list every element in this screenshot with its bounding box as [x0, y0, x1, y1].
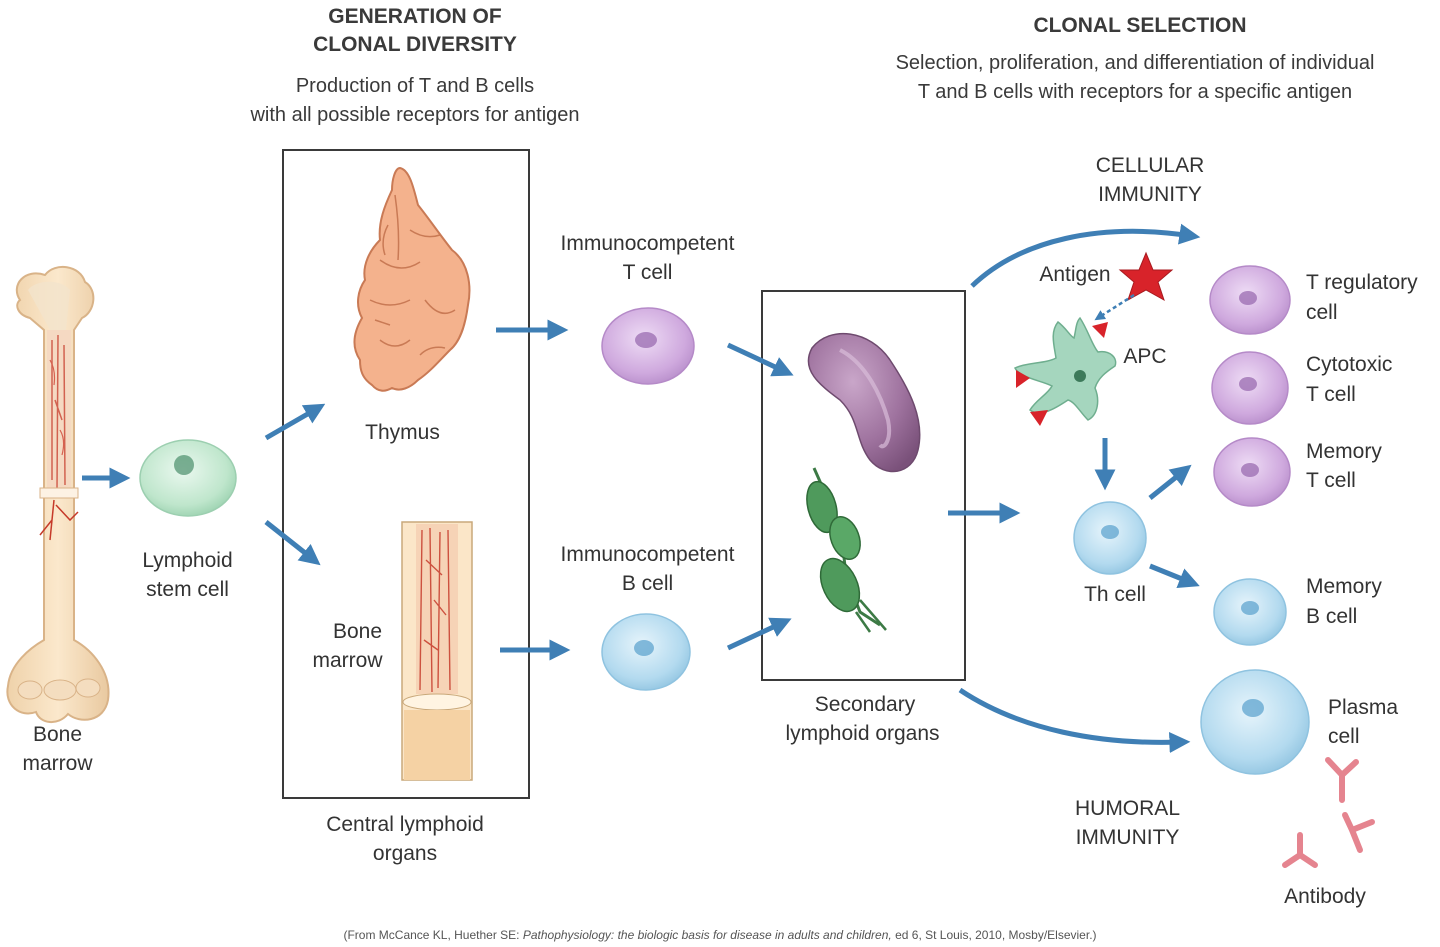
t-regulatory-label-1: T regulatory: [1306, 271, 1418, 294]
plasma-cell: [1200, 669, 1310, 775]
generation-heading-1: GENERATION OF: [328, 5, 502, 28]
generation-heading-2: CLONAL DIVERSITY: [313, 33, 517, 56]
cytotoxic-label-2: T cell: [1306, 383, 1356, 406]
immunocompetent-b-label-1: Immunocompetent: [560, 543, 735, 566]
cytotoxic-t-cell: [1211, 351, 1289, 425]
bone-marrow-label-2: marrow: [22, 752, 93, 775]
lymphoid-stem-cell: [139, 439, 237, 517]
apc-label: APC: [1123, 345, 1167, 368]
citation-after: ed 6, St Louis, 2010, Mosby/Elsevier.): [891, 928, 1097, 942]
plasma-label-1: Plasma: [1328, 696, 1399, 719]
citation-before: (From McCance KL, Huether SE:: [343, 928, 523, 942]
secondary-lymphoid-box: [761, 290, 966, 681]
clonal-selection-subheading-1: Selection, proliferation, and differenti…: [895, 52, 1375, 74]
cellular-immunity-label-2: IMMUNITY: [1098, 183, 1202, 206]
generation-subheading-2: with all possible receptors for antigen: [250, 104, 580, 126]
t-regulatory-cell: [1209, 265, 1291, 335]
cytotoxic-label-1: Cytotoxic: [1306, 353, 1393, 376]
central-lymphoid-label-1: Central lymphoid: [326, 813, 484, 836]
citation-title: Pathophysiology: the biologic basis for …: [522, 928, 892, 942]
secondary-lymphoid-label-1: Secondary: [814, 693, 916, 716]
plasma-label-2: cell: [1328, 725, 1360, 748]
memory-t-label-1: Memory: [1306, 440, 1382, 463]
memory-t-label-2: T cell: [1306, 469, 1356, 492]
bone-section-icon: [401, 521, 473, 781]
lymph-node-icon: [806, 467, 887, 633]
humoral-immunity-label-2: IMMUNITY: [1075, 826, 1180, 849]
bone-marrow-label-1: Bone: [32, 723, 83, 746]
apc-icon: [1013, 316, 1117, 426]
immunocompetent-t-cell: [601, 307, 695, 385]
clonal-selection-subheading-2: T and B cells with receptors for a speci…: [917, 81, 1353, 103]
lymphoid-stem-label-2: stem cell: [146, 578, 229, 601]
antibody-icon: [1282, 757, 1375, 868]
antibody-label: Antibody: [1284, 885, 1366, 908]
immunocompetent-b-label-2: B cell: [621, 572, 674, 595]
central-lymphoid-label-2: organs: [372, 842, 438, 865]
secondary-lymphoid-label-2: lymphoid organs: [785, 722, 940, 745]
memory-b-cell: [1213, 578, 1287, 646]
th-cell: [1073, 501, 1147, 575]
immunocompetent-b-cell: [601, 613, 691, 691]
spleen-icon: [807, 332, 921, 473]
central-lymphoid-box: [282, 149, 530, 799]
memory-b-label-1: Memory: [1306, 575, 1382, 598]
antigen-label: Antigen: [1039, 263, 1111, 286]
memory-b-label-2: B cell: [1306, 605, 1358, 628]
thymus-icon: [353, 166, 471, 392]
bone-marrow-box-label-1: Bone: [332, 620, 383, 643]
immunocompetent-t-label-2: T cell: [622, 261, 673, 284]
lymphoid-stem-label-1: Lymphoid: [142, 549, 233, 572]
antigen-to-apc-arrow: [1094, 293, 1135, 321]
t-regulatory-label-2: cell: [1306, 301, 1338, 324]
thymus-label: Thymus: [365, 421, 440, 444]
humoral-immunity-label-1: HUMORAL: [1074, 797, 1180, 820]
immunocompetent-t-label-1: Immunocompetent: [560, 232, 735, 255]
generation-subheading-1: Production of T and B cells: [295, 75, 535, 97]
cellular-immunity-label-1: CELLULAR: [1095, 154, 1205, 177]
arrows: [82, 223, 1201, 753]
th-cell-label: Th cell: [1084, 583, 1146, 606]
bone-icon: [6, 266, 110, 723]
memory-t-cell: [1213, 437, 1291, 507]
citation: (From McCance KL, Huether SE: Pathophysi…: [150, 928, 1290, 943]
antigen-icon: [1118, 251, 1174, 302]
clonal-selection-heading: CLONAL SELECTION: [1033, 14, 1247, 37]
bone-marrow-box-label-2: marrow: [312, 649, 383, 672]
